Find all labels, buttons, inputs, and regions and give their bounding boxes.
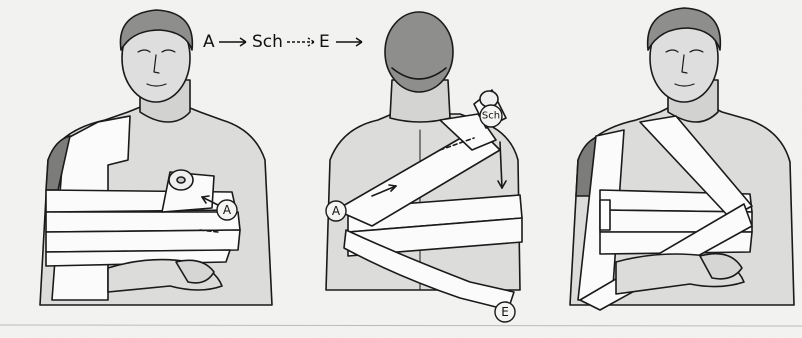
back-marker-e: E xyxy=(495,302,515,322)
sequence-sch: Sch xyxy=(252,32,283,52)
sequence-a: A xyxy=(203,32,215,52)
front-marker-a: A xyxy=(217,200,237,220)
back-marker-a: A xyxy=(326,201,346,221)
front-right-pin-tab xyxy=(600,200,610,230)
back-head xyxy=(385,12,453,92)
front-marker-a-label: A xyxy=(223,203,232,217)
back-marker-e-label: E xyxy=(501,305,509,319)
back-marker-sch-label: Sch xyxy=(482,111,500,122)
back-marker-a-label: A xyxy=(332,204,341,218)
sequence-e: E xyxy=(319,32,330,52)
front-left-bandage-roll xyxy=(162,170,214,212)
back-marker-sch: Sch xyxy=(480,105,502,127)
